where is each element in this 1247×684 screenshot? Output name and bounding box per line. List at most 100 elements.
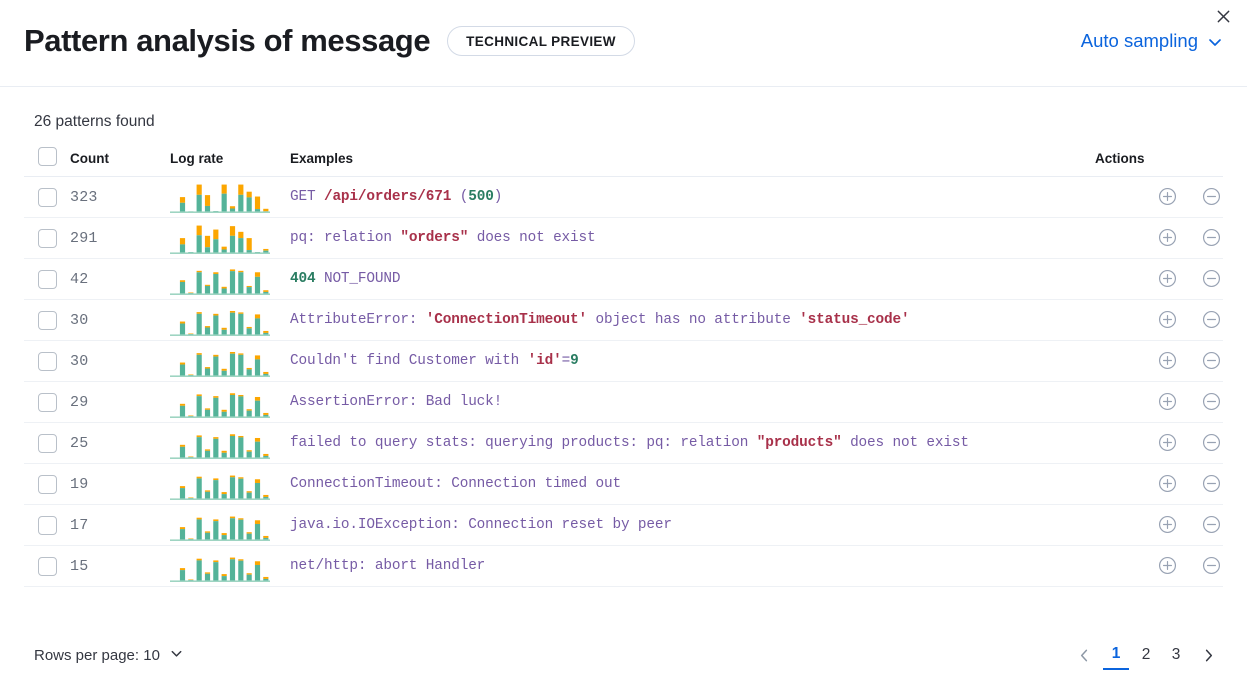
row-example: 404 NOT_FOUND <box>290 258 1095 300</box>
plus-in-circle-icon[interactable] <box>1157 391 1179 413</box>
minus-in-circle-icon[interactable] <box>1201 514 1223 536</box>
table-row[interactable]: 15 net/http: abort Handler <box>24 545 1223 587</box>
minus-in-circle-icon[interactable] <box>1201 309 1223 331</box>
minus-in-circle-icon[interactable] <box>1201 227 1223 249</box>
row-checkbox[interactable] <box>38 474 57 494</box>
row-actions <box>1095 422 1223 464</box>
row-log-rate[interactable] <box>170 422 290 464</box>
sampling-label: Auto sampling <box>1080 30 1198 51</box>
plus-in-circle-icon[interactable] <box>1157 227 1179 249</box>
table-row[interactable]: 30 Couldn't find Customer with 'id'=9 <box>24 340 1223 382</box>
plus-in-circle-icon[interactable] <box>1157 514 1179 536</box>
row-actions <box>1095 545 1223 587</box>
row-example: GET /api/orders/671 (500) <box>290 176 1095 218</box>
log-rate-sparkline <box>170 516 270 541</box>
minus-in-circle-icon[interactable] <box>1201 473 1223 495</box>
example-token: failed to query stats: querying products… <box>290 435 757 451</box>
example-token: 'id' <box>527 353 562 369</box>
row-actions <box>1095 258 1223 300</box>
example-token: ) <box>493 189 503 205</box>
rows-per-page-selector[interactable]: Rows per page: 10 <box>24 646 184 665</box>
table-row[interactable]: 30 AttributeError: 'ConnectionTimeout' o… <box>24 299 1223 341</box>
page-number-1[interactable]: 1 <box>1103 640 1129 670</box>
row-actions <box>1095 463 1223 505</box>
row-checkbox[interactable] <box>38 228 57 248</box>
row-count: 17 <box>70 504 170 546</box>
log-rate-header[interactable]: Log rate <box>170 147 290 177</box>
log-rate-sparkline <box>170 310 270 336</box>
example-token: ( <box>451 189 469 205</box>
row-example: pq: relation "orders" does not exist <box>290 217 1095 259</box>
patterns-table: Count Log rate Examples Actions 323 GET … <box>24 147 1223 587</box>
sampling-selector[interactable]: Auto sampling <box>1081 16 1223 52</box>
table-header: Count Log rate Examples Actions <box>24 147 1223 177</box>
row-actions <box>1095 381 1223 423</box>
plus-in-circle-icon[interactable] <box>1157 473 1179 495</box>
example-token: AttributeError: <box>290 312 426 328</box>
plus-in-circle-icon[interactable] <box>1157 309 1179 331</box>
row-checkbox[interactable] <box>38 515 57 535</box>
row-select-cell <box>24 217 70 259</box>
row-select-cell <box>24 176 70 218</box>
row-select-cell <box>24 504 70 546</box>
row-log-rate[interactable] <box>170 299 290 341</box>
previous-page-button[interactable] <box>1069 640 1099 670</box>
plus-in-circle-icon[interactable] <box>1157 432 1179 454</box>
log-rate-sparkline <box>170 225 270 254</box>
example-token: 404 <box>290 271 316 287</box>
row-example: ConnectionTimeout: Connection timed out <box>290 463 1095 505</box>
row-example: net/http: abort Handler <box>290 545 1095 587</box>
log-rate-sparkline <box>170 475 270 500</box>
minus-in-circle-icon[interactable] <box>1201 555 1223 577</box>
row-checkbox[interactable] <box>38 310 57 330</box>
count-header[interactable]: Count <box>70 147 170 177</box>
example-token: AssertionError: Bad luck! <box>290 394 503 410</box>
page-title: Pattern analysis of message <box>24 22 431 58</box>
page-number-3[interactable]: 3 <box>1171 646 1181 663</box>
table-row[interactable]: 323 GET /api/orders/671 (500) <box>24 176 1223 218</box>
table-row[interactable]: 19 ConnectionTimeout: Connection timed o… <box>24 463 1223 505</box>
table-row[interactable]: 29 AssertionError: Bad luck! <box>24 381 1223 423</box>
table-row[interactable]: 42 404 NOT_FOUND <box>24 258 1223 300</box>
row-checkbox[interactable] <box>38 392 57 412</box>
title-group: Pattern analysis of message TECHNICAL PR… <box>24 10 635 58</box>
minus-in-circle-icon[interactable] <box>1201 186 1223 208</box>
minus-in-circle-icon[interactable] <box>1201 268 1223 290</box>
row-log-rate[interactable] <box>170 340 290 382</box>
minus-in-circle-icon[interactable] <box>1201 391 1223 413</box>
row-log-rate[interactable] <box>170 381 290 423</box>
row-checkbox[interactable] <box>38 269 57 289</box>
minus-in-circle-icon[interactable] <box>1201 350 1223 372</box>
log-rate-sparkline <box>170 184 270 213</box>
row-log-rate[interactable] <box>170 176 290 218</box>
example-token: "products" <box>756 435 842 451</box>
row-checkbox[interactable] <box>38 351 57 371</box>
table-row[interactable]: 291 pq: relation "orders" does not exist <box>24 217 1223 259</box>
plus-in-circle-icon[interactable] <box>1157 186 1179 208</box>
row-log-rate[interactable] <box>170 258 290 300</box>
row-select-cell <box>24 422 70 464</box>
row-log-rate[interactable] <box>170 545 290 587</box>
plus-in-circle-icon[interactable] <box>1157 555 1179 577</box>
row-checkbox[interactable] <box>38 556 57 576</box>
next-page-button[interactable] <box>1193 640 1223 670</box>
plus-in-circle-icon[interactable] <box>1157 350 1179 372</box>
chevron-down-icon <box>1207 33 1223 49</box>
close-icon[interactable] <box>1210 3 1236 29</box>
row-log-rate[interactable] <box>170 463 290 505</box>
examples-header[interactable]: Examples <box>290 147 1095 177</box>
table-row[interactable]: 25 failed to query stats: querying produ… <box>24 422 1223 464</box>
minus-in-circle-icon[interactable] <box>1201 432 1223 454</box>
row-count: 19 <box>70 463 170 505</box>
plus-in-circle-icon[interactable] <box>1157 268 1179 290</box>
table-row[interactable]: 17 java.io.IOException: Connection reset… <box>24 504 1223 546</box>
row-log-rate[interactable] <box>170 217 290 259</box>
row-checkbox[interactable] <box>38 187 57 207</box>
log-rate-sparkline <box>170 557 270 582</box>
row-checkbox[interactable] <box>38 433 57 453</box>
row-log-rate[interactable] <box>170 504 290 546</box>
select-all-checkbox[interactable] <box>38 147 57 166</box>
example-token: object has no attribute <box>587 312 800 328</box>
page-number-2[interactable]: 2 <box>1141 646 1151 663</box>
